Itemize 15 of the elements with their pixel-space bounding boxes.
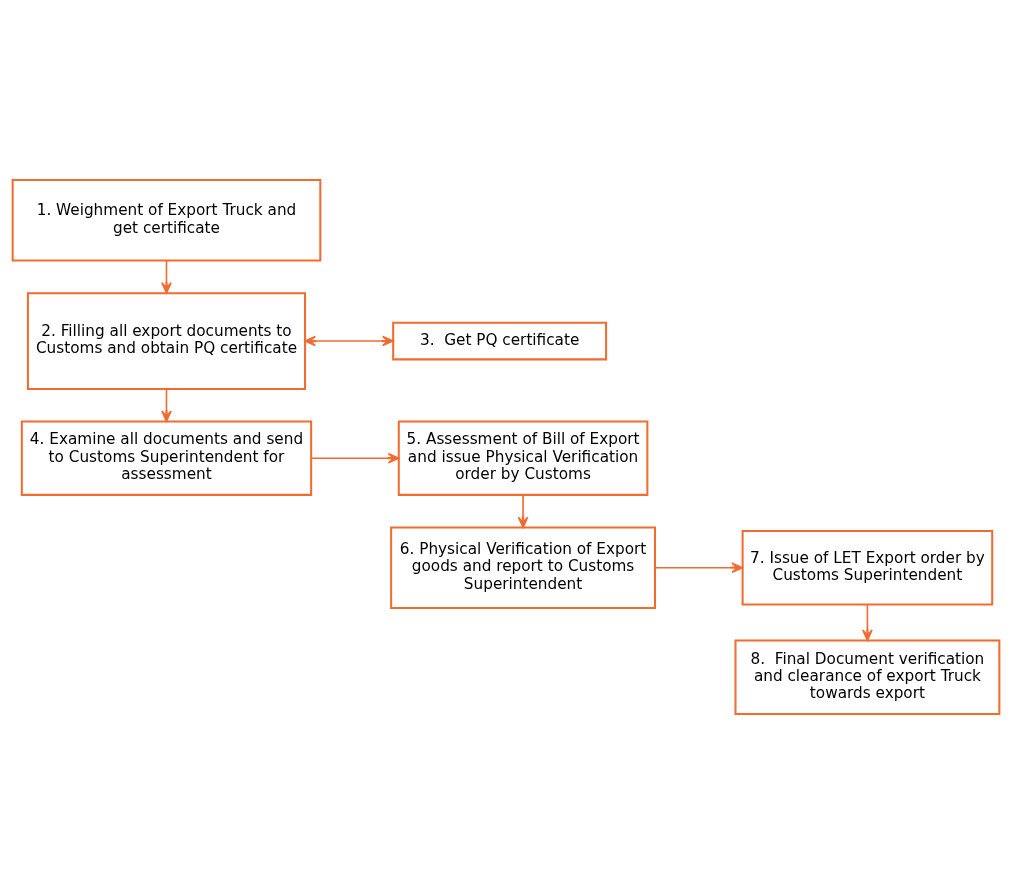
node-box: 3. Get PQ certificate (392, 321, 608, 360)
node-box: 1. Weighment of Export Truck and get certificate (11, 178, 322, 262)
arrow (161, 259, 172, 294)
arrow (517, 493, 529, 528)
arrow (304, 335, 394, 346)
node-box: 5. Assessment of Bill of Export and issue Physical Verification order by Customs (397, 420, 649, 496)
node-box: 2. Filling all export documents to Customs and obtain PQ certificate (26, 291, 307, 390)
arrow (310, 452, 400, 464)
arrow (654, 561, 744, 573)
node-box: 6. Physical Verification of Export goods and report to Customs Superintendent (390, 525, 656, 609)
arrow (161, 387, 172, 422)
node-box: 8. Final Document verification and clearance of export Truck towards export (734, 639, 1001, 715)
node-box: 4. Examine all documents and send to Customs Superintendent for assessment (20, 420, 313, 496)
arrow (862, 603, 873, 641)
node-box: 7. Issue of LET Export order by Customs Superintendent (741, 529, 994, 605)
